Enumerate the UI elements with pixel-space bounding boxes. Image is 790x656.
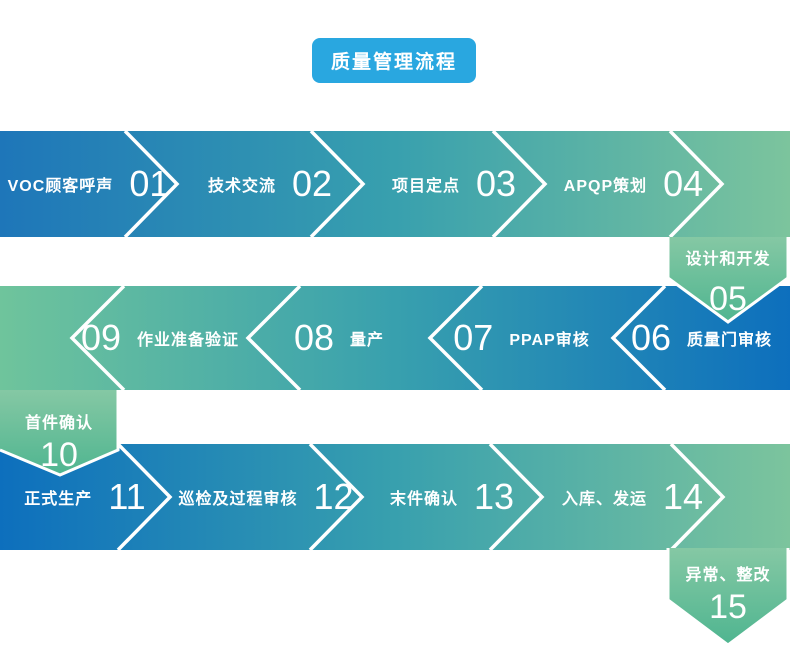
chevron-separator-icon xyxy=(491,129,548,239)
connector-number: 10 xyxy=(40,436,78,474)
step-01: VOC顾客呼声 01 xyxy=(0,131,177,237)
step-number: 07 xyxy=(453,317,494,358)
step-number: 02 xyxy=(291,163,333,204)
chevron-separator-icon xyxy=(245,284,302,392)
step-label: APQP策划 xyxy=(563,178,648,195)
step-label: 巡检及过程审核 xyxy=(178,491,298,508)
step-label: 量产 xyxy=(350,332,385,349)
chevron-separator-icon xyxy=(309,129,366,239)
step-label: 末件确认 xyxy=(389,491,458,508)
step-number: 14 xyxy=(662,476,704,517)
page-title: 质量管理流程 xyxy=(312,38,476,83)
connector-10: 首件确认 10 xyxy=(0,390,118,472)
step-06: 06 质量门审核 xyxy=(613,286,790,390)
band-row-3 xyxy=(0,444,790,550)
step-number: 11 xyxy=(108,476,146,517)
step-label: 正式生产 xyxy=(24,491,93,508)
chevron-separator-icon xyxy=(427,284,484,392)
connector-label: 设计和开发 xyxy=(685,251,771,268)
connector-pentagon-10-border xyxy=(0,390,120,477)
chevron-separator-icon xyxy=(488,442,545,552)
connector-number: 15 xyxy=(709,588,747,626)
connector-label: 异常、整改 xyxy=(685,567,771,584)
step-label: PPAP审核 xyxy=(509,332,590,349)
step-03: 项目定点 03 xyxy=(363,131,545,237)
chevron-separator-icon xyxy=(308,442,365,552)
chevron-separator-icon xyxy=(123,129,180,239)
step-08: 08 量产 xyxy=(248,286,430,390)
step-label: 入库、发运 xyxy=(561,491,647,508)
connector-number: 05 xyxy=(709,280,747,318)
step-13: 末件确认 13 xyxy=(362,444,542,550)
step-label: VOC顾客呼声 xyxy=(7,178,114,195)
connector-pentagon-15-border xyxy=(666,548,790,647)
chevron-separator-icon xyxy=(69,284,126,392)
step-07: 07 PPAP审核 xyxy=(430,286,613,390)
step-number: 12 xyxy=(313,476,354,517)
band-row-2 xyxy=(0,286,790,390)
step-label: 作业准备验证 xyxy=(137,332,240,349)
chevron-separator-icon xyxy=(669,442,726,552)
connector-label: 首件确认 xyxy=(24,415,93,432)
chevron-separator-icon xyxy=(668,129,725,239)
step-11: 正式生产 11 xyxy=(0,444,170,550)
step-number: 06 xyxy=(630,317,672,358)
step-number: 13 xyxy=(473,476,515,517)
step-14: 入库、发运 14 xyxy=(542,444,723,550)
chevron-separator-icon xyxy=(610,284,667,392)
step-number: 03 xyxy=(475,163,517,204)
step-label: 项目定点 xyxy=(391,178,460,195)
connector-pentagon-05-border xyxy=(666,237,790,324)
step-label: 技术交流 xyxy=(207,178,276,195)
step-09: 09 作业准备验证 xyxy=(72,286,248,390)
step-number: 04 xyxy=(663,163,704,204)
connector-05: 设计和开发 05 xyxy=(668,237,788,316)
band-row-1 xyxy=(0,131,790,237)
connector-pentagon-10 xyxy=(0,390,118,475)
step-number: 01 xyxy=(129,163,170,204)
connector-pentagon-05 xyxy=(668,237,788,322)
step-04: APQP策划 04 xyxy=(545,131,722,237)
step-number: 09 xyxy=(80,317,122,358)
page-title-text: 质量管理流程 xyxy=(330,52,457,73)
chevron-separator-icon xyxy=(116,442,173,552)
step-02: 技术交流 02 xyxy=(177,131,363,237)
connector-15: 异常、整改 15 xyxy=(668,548,788,624)
step-number: 08 xyxy=(293,317,335,358)
step-label: 质量门审核 xyxy=(687,332,773,349)
step-12: 巡检及过程审核 12 xyxy=(170,444,362,550)
